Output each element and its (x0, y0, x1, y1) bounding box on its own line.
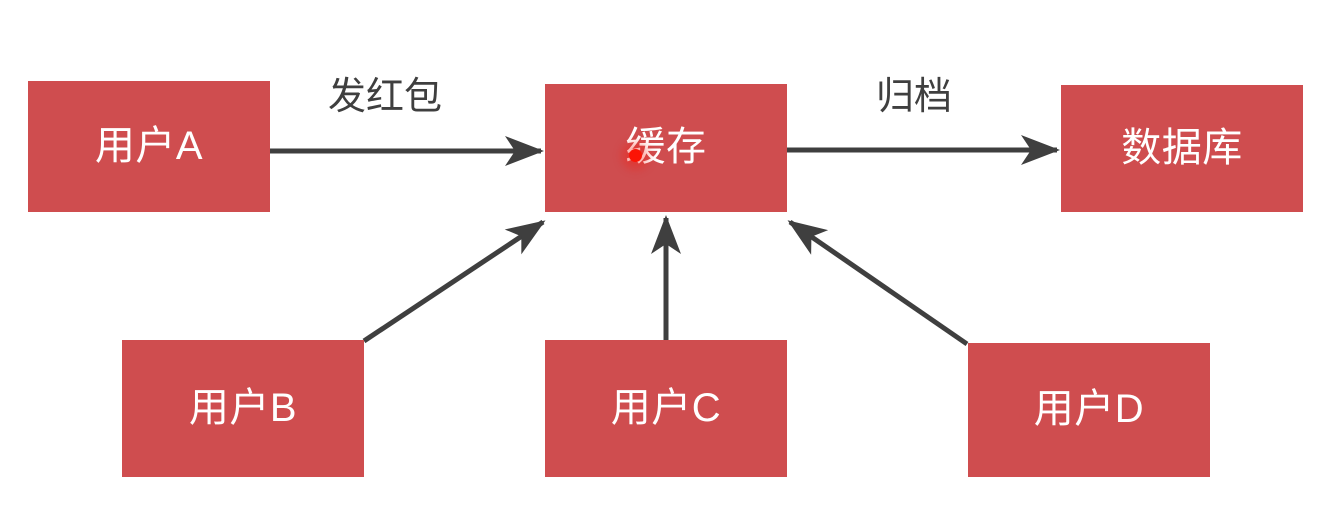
node-user-a-label: 用户A (94, 123, 204, 168)
node-database[interactable]: 数据库 (1061, 85, 1303, 212)
node-user-b-label: 用户B (188, 385, 298, 430)
node-user-d[interactable]: 用户D (968, 343, 1210, 477)
node-database-label: 数据库 (1121, 125, 1243, 170)
node-user-c[interactable]: 用户C (545, 340, 787, 477)
edge-label-archive: 归档 (876, 76, 953, 118)
node-user-a[interactable]: 用户A (28, 81, 270, 212)
node-user-b[interactable]: 用户B (122, 340, 364, 477)
edge-label-send-red-packet: 发红包 (328, 76, 443, 118)
node-user-c-label: 用户C (610, 385, 722, 430)
node-user-d-label: 用户D (1033, 387, 1145, 431)
cursor-click-indicator (629, 149, 642, 162)
edge-user-b-to-cache (362, 219, 546, 344)
node-cache[interactable]: 缓存 (545, 84, 787, 212)
edge-user-d-to-cache (787, 219, 969, 347)
